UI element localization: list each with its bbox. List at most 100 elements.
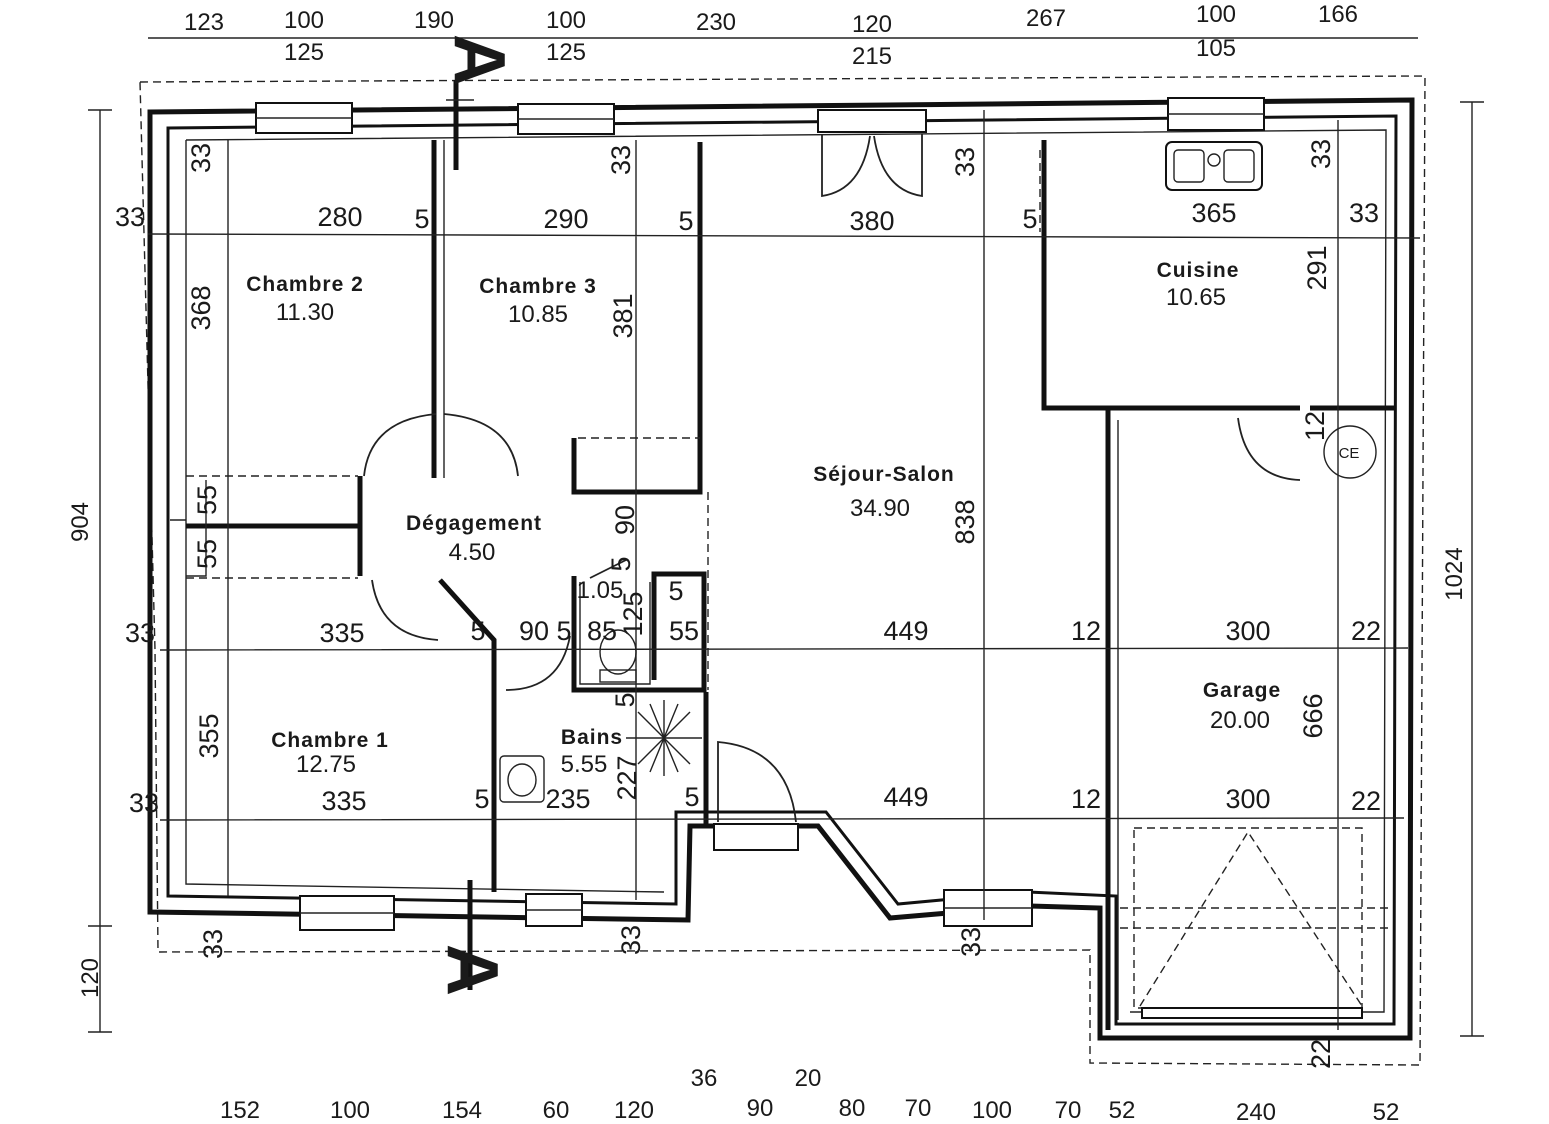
svg-text:355: 355 (194, 713, 224, 758)
svg-text:5: 5 (470, 616, 485, 646)
room-name-degagement: Dégagement (406, 512, 542, 535)
svg-text:33: 33 (129, 788, 159, 818)
dims-row-lower: 33 335 5 235 5 449 12 300 22 (129, 782, 1381, 818)
svg-text:22: 22 (1351, 616, 1381, 646)
svg-text:90: 90 (747, 1095, 774, 1122)
svg-text:230: 230 (696, 9, 736, 36)
svg-text:120: 120 (614, 1097, 654, 1124)
svg-text:240: 240 (1236, 1099, 1276, 1124)
partition-ch3-sejour (571, 142, 703, 495)
svg-text:12: 12 (1300, 411, 1330, 441)
svg-text:100: 100 (1196, 1, 1236, 28)
room-area-garage: 20.00 (1210, 707, 1270, 734)
svg-text:5: 5 (606, 556, 636, 571)
svg-text:22: 22 (1351, 786, 1381, 816)
svg-text:335: 335 (319, 618, 364, 648)
svg-text:235: 235 (545, 784, 590, 814)
svg-text:33: 33 (198, 929, 228, 959)
room-name-sejour: Séjour-Salon (813, 463, 955, 486)
exterior-wall-inner (166, 114, 1398, 1026)
dim-right-1024: 1024 (1441, 547, 1468, 600)
section-mark-top: A (439, 34, 519, 86)
door-cuisine (1237, 417, 1301, 481)
svg-text:52: 52 (1373, 1099, 1400, 1124)
door-wc (589, 559, 627, 579)
svg-text:33: 33 (186, 143, 216, 173)
svg-text:80: 80 (839, 1095, 866, 1122)
svg-text:12: 12 (1071, 616, 1101, 646)
room-area-cuisine: 10.65 (1166, 284, 1226, 311)
svg-text:33: 33 (115, 202, 145, 232)
dims-bottom: 152 100 154 60 120 90 80 70 100 70 52 24… (220, 1065, 1399, 1124)
svg-text:90: 90 (610, 505, 640, 535)
dims-row-mid: 33 335 5 90 5 85 55 449 12 300 22 (125, 616, 1381, 648)
section-line (453, 80, 473, 990)
svg-text:55: 55 (192, 485, 222, 515)
washbasin (499, 755, 545, 803)
svg-text:33: 33 (616, 925, 646, 955)
svg-text:291: 291 (1302, 245, 1332, 290)
room-area-bains: 5.55 (561, 751, 608, 778)
svg-text:100: 100 (546, 7, 586, 34)
ce-meter-label: CE (1339, 445, 1360, 462)
svg-text:190: 190 (414, 7, 454, 34)
svg-text:125: 125 (546, 39, 586, 66)
svg-text:33: 33 (606, 145, 636, 175)
door-bains (505, 635, 571, 691)
svg-text:227: 227 (612, 755, 642, 800)
svg-text:33: 33 (125, 618, 155, 648)
svg-text:33: 33 (1306, 139, 1336, 169)
room-area-chambre1: 12.75 (296, 751, 356, 778)
svg-text:33: 33 (950, 147, 980, 177)
svg-text:381: 381 (608, 293, 638, 338)
svg-text:5: 5 (668, 576, 683, 606)
section-mark-bottom: A (432, 944, 512, 996)
svg-text:166: 166 (1318, 1, 1358, 28)
exterior-wall-outer (147, 97, 1415, 1041)
svg-text:449: 449 (883, 616, 928, 646)
roof-outline (139, 75, 1426, 1066)
svg-text:280: 280 (317, 202, 362, 232)
svg-text:20: 20 (795, 1065, 822, 1092)
svg-text:55: 55 (192, 539, 222, 569)
svg-text:154: 154 (442, 1097, 482, 1124)
room-name-garage: Garage (1203, 679, 1281, 702)
svg-text:125: 125 (618, 591, 648, 636)
room-name-chambre1: Chambre 1 (271, 729, 389, 752)
svg-text:5: 5 (610, 692, 640, 707)
svg-text:105: 105 (1196, 35, 1236, 62)
dim-left-904: 904 (67, 502, 94, 542)
svg-text:335: 335 (321, 786, 366, 816)
svg-text:33: 33 (1349, 198, 1379, 228)
svg-text:125: 125 (284, 39, 324, 66)
dims-top: 123 100 190 100 230 120 267 100 166 125 … (184, 1, 1358, 70)
svg-text:215: 215 (852, 43, 892, 70)
svg-text:365: 365 (1191, 198, 1236, 228)
svg-text:5: 5 (684, 782, 699, 812)
dims-row-upper: 33 280 5 290 5 380 5 365 33 (115, 198, 1379, 236)
door-chambre2 (363, 413, 437, 477)
room-name-bains: Bains (561, 726, 623, 749)
svg-text:5: 5 (678, 206, 693, 236)
room-area-sejour: 34.90 (850, 495, 910, 522)
partition-degagement-bains (438, 578, 497, 892)
shower (626, 700, 702, 776)
svg-text:33: 33 (956, 927, 986, 957)
partition-wc (571, 571, 707, 693)
svg-text:368: 368 (186, 285, 216, 330)
ce-meter-circle (1323, 425, 1377, 479)
svg-text:22: 22 (1306, 1039, 1336, 1069)
svg-text:100: 100 (284, 7, 324, 34)
partition-cuisine (1041, 140, 1104, 411)
svg-text:300: 300 (1225, 784, 1270, 814)
dim-left-120: 120 (77, 958, 104, 998)
kitchen-sink (1165, 141, 1263, 191)
svg-text:12: 12 (1071, 784, 1101, 814)
room-name-cuisine: Cuisine (1157, 259, 1240, 282)
dim-lines (88, 37, 1484, 1037)
garage-door (1120, 827, 1388, 1019)
svg-text:5: 5 (474, 784, 489, 814)
svg-text:300: 300 (1225, 616, 1270, 646)
svg-text:55: 55 (669, 616, 699, 646)
